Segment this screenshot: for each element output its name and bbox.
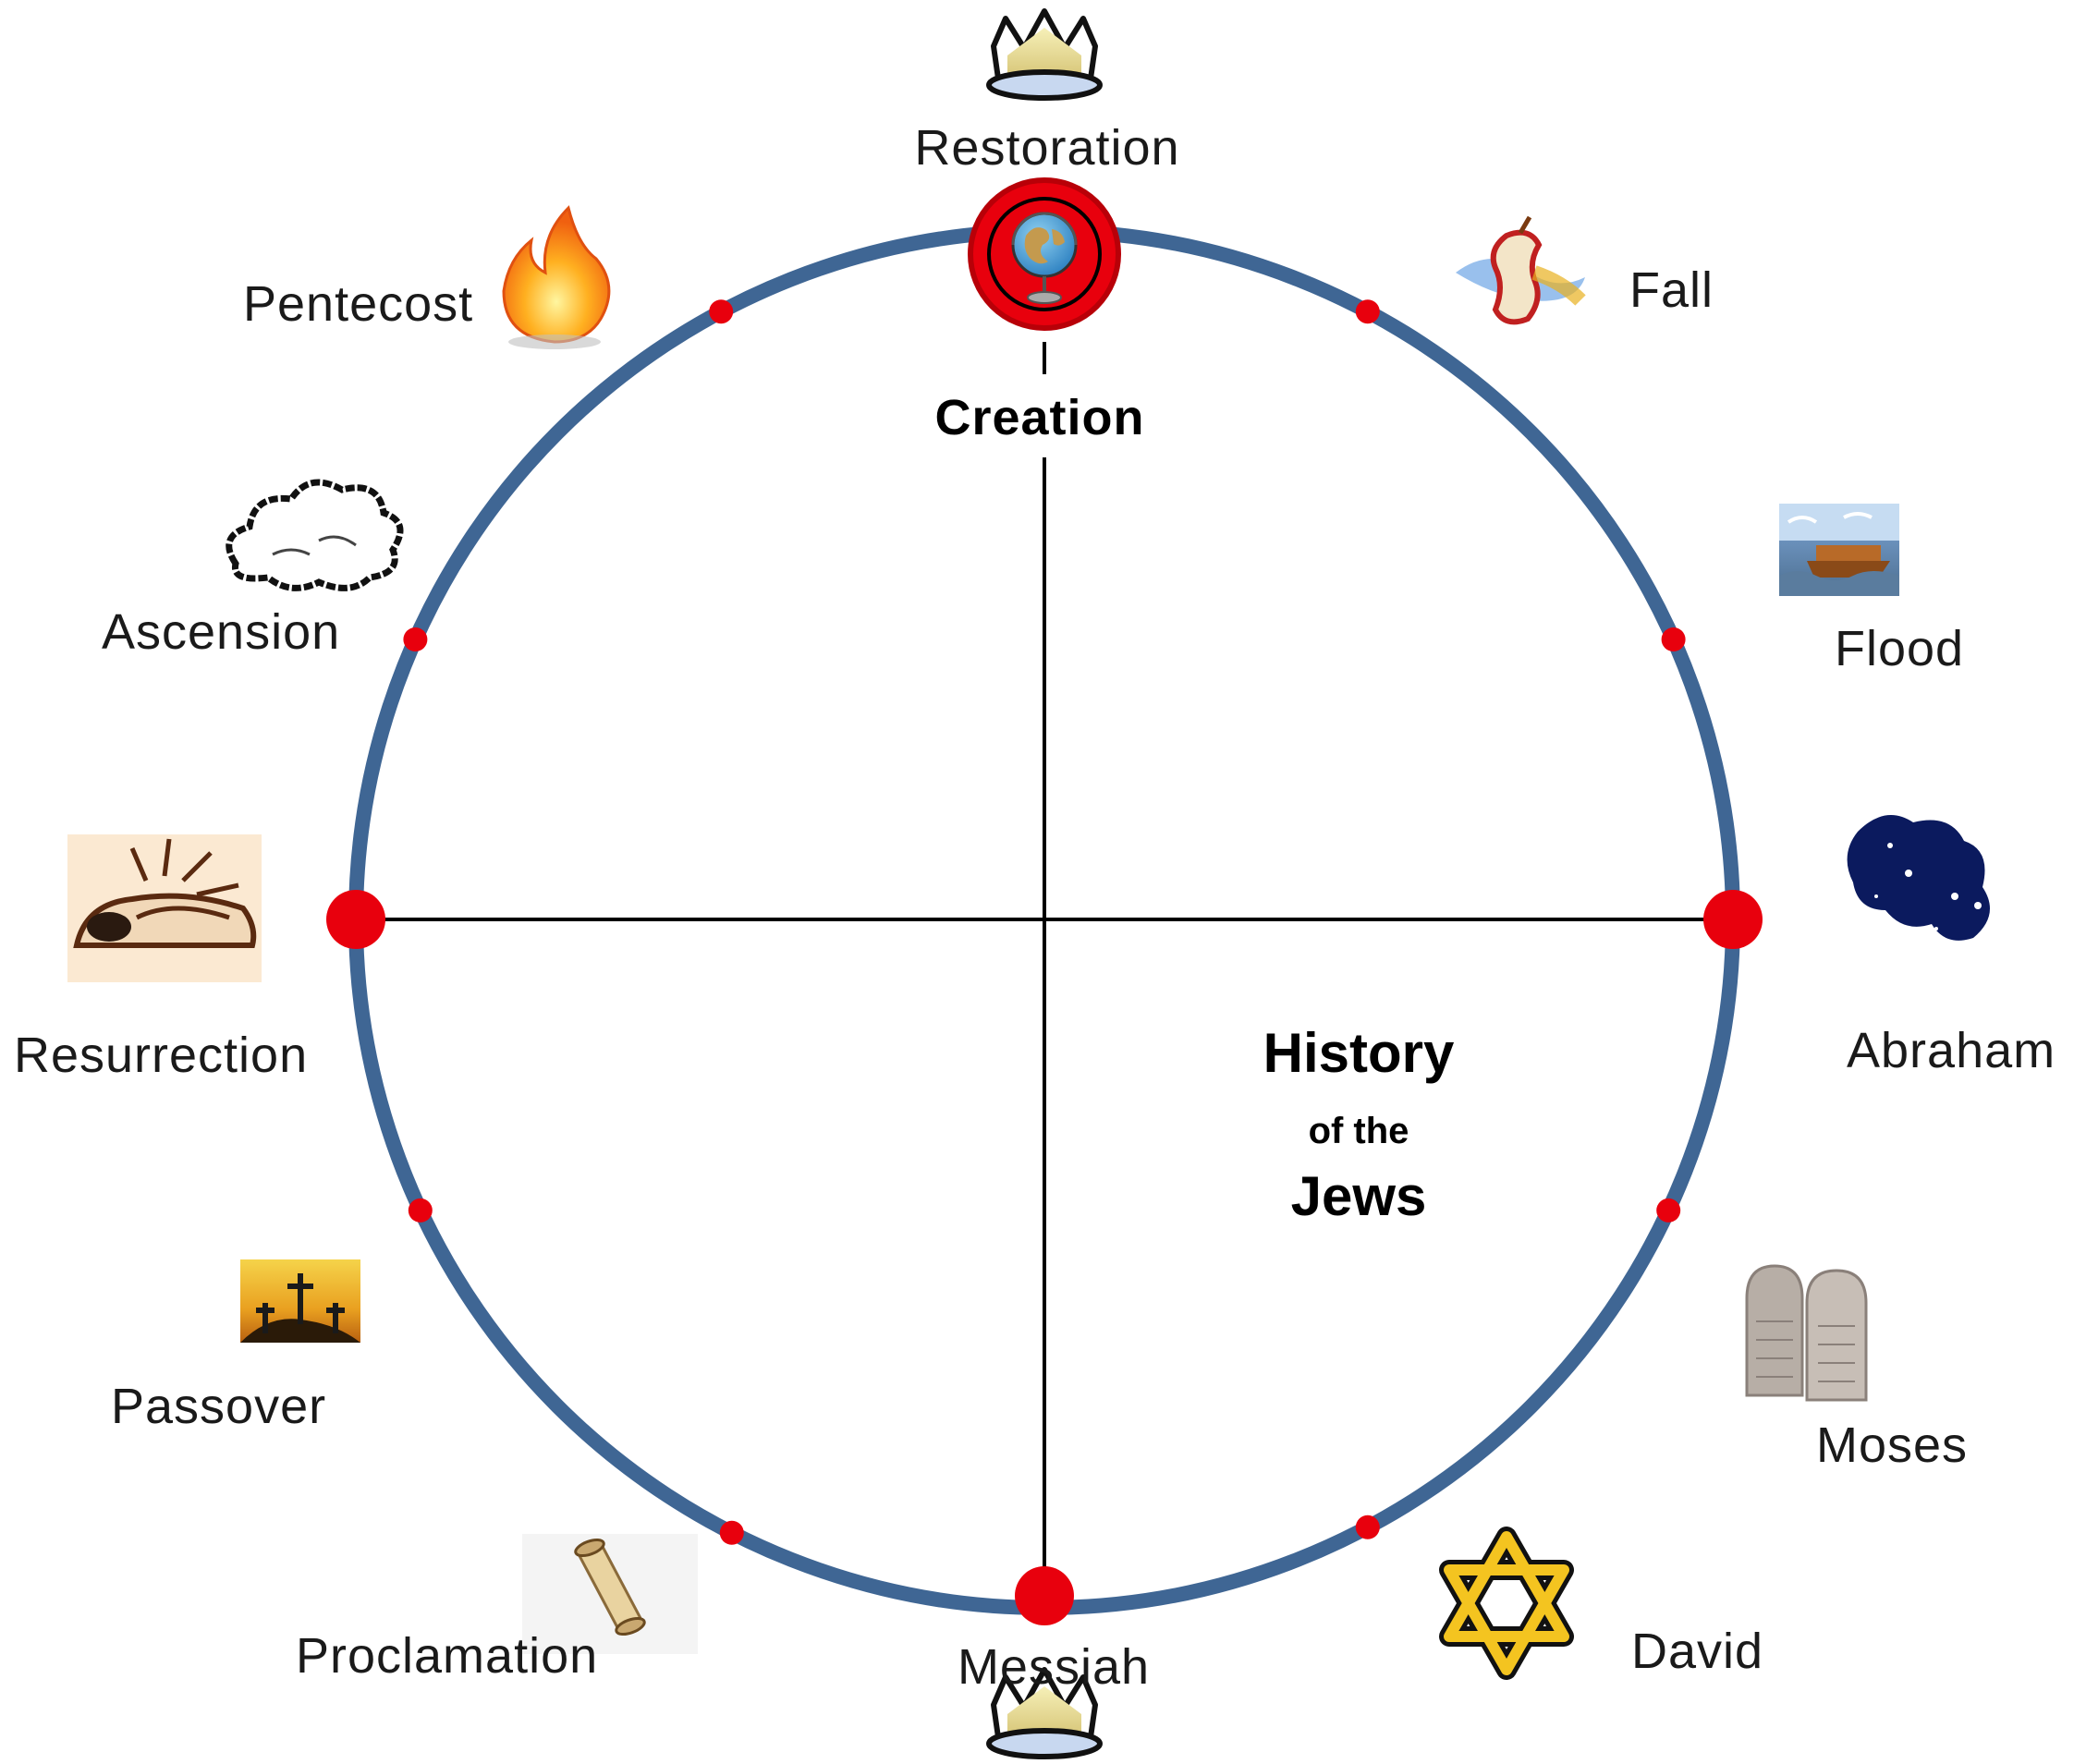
caption-jews: Jews	[1291, 1165, 1427, 1227]
event-label-flood: Flood	[1835, 621, 1964, 676]
event-label-fall: Fall	[1629, 262, 1714, 318]
abraham-node	[1703, 890, 1763, 949]
apple-core-icon	[1456, 215, 1586, 325]
flame-icon	[502, 205, 611, 349]
crown-icon	[986, 1667, 1103, 1759]
event-label-ascension: Ascension	[102, 604, 340, 660]
star-of-david-icon	[1439, 1527, 1574, 1680]
flood-node	[1661, 627, 1686, 651]
resurrection-node	[326, 890, 385, 949]
stars-icon	[1847, 815, 1990, 941]
top-label: Restoration	[914, 120, 1179, 176]
event-label-resurrection: Resurrection	[14, 1028, 308, 1083]
crown-icon	[986, 8, 1103, 101]
cloud-icon	[226, 479, 404, 591]
event-label-abraham: Abraham	[1847, 1023, 2056, 1078]
creation-label: Creation	[934, 390, 1144, 445]
caption-history: History	[1263, 1022, 1455, 1084]
event-label-proclamation: Proclamation	[296, 1628, 598, 1684]
moses-node	[1656, 1198, 1681, 1223]
passover-node	[408, 1198, 433, 1223]
creation-node	[968, 177, 1121, 331]
event-label-david: David	[1631, 1624, 1763, 1679]
event-label-passover: Passover	[111, 1379, 326, 1434]
stone-tablets-icon	[1745, 1264, 1868, 1402]
david-node	[1355, 1515, 1380, 1539]
scroll-icon	[522, 1534, 698, 1654]
event-label-moses: Moses	[1816, 1417, 1968, 1473]
event-label-pentecost: Pentecost	[243, 276, 473, 332]
fall-node	[1355, 299, 1380, 324]
minor-event-markers	[403, 299, 1686, 1545]
messiah-node	[1015, 1566, 1074, 1625]
proclamation-node	[719, 1520, 744, 1545]
event-label-messiah: Messiah	[958, 1639, 1150, 1695]
empty-tomb-icon	[67, 834, 262, 982]
caption-of-the: of the	[1309, 1111, 1409, 1151]
crosses-icon	[240, 1259, 360, 1343]
ascension-node	[403, 627, 428, 651]
globe-icon	[1011, 212, 1078, 304]
pentecost-node	[709, 299, 734, 324]
ark-icon	[1779, 504, 1899, 596]
